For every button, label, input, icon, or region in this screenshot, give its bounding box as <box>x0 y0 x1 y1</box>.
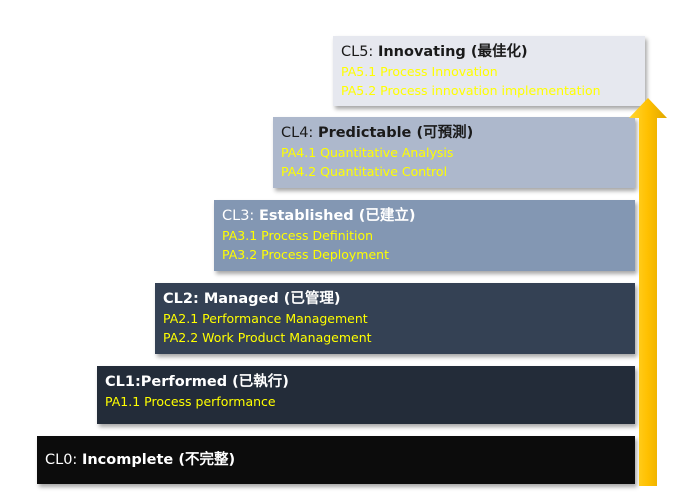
level-cl4-pa-2: PA4.2 Quantitative Control <box>281 164 448 179</box>
level-cl2-box: CL2: Managed (已管理) PA2.1 Performance Man… <box>155 283 635 354</box>
level-cl4-title: CL4: Predictable (可預測) <box>281 123 627 143</box>
level-cl5-title: CL5: Innovating (最佳化) <box>341 42 637 62</box>
level-cl2-title: CL2: Managed (已管理) <box>163 289 627 309</box>
level-cl5-pa-2: PA5.2 Process innovation implementation <box>341 83 601 98</box>
level-cl0-name: Incomplete (不完整) <box>81 452 236 468</box>
level-cl0-code: CL0: <box>45 452 82 468</box>
level-cl2-name: CL2: Managed (已管理) <box>163 291 341 307</box>
level-cl3-code: CL3: <box>222 208 259 224</box>
level-cl1-box: CL1:Performed (已執行) PA1.1 Process perfor… <box>97 366 635 424</box>
level-cl4-box: CL4: Predictable (可預測) PA4.1 Quantitativ… <box>273 117 635 188</box>
level-cl4-code: CL4: <box>281 125 318 141</box>
level-cl4-name: Predictable (可預測) <box>317 125 474 141</box>
level-cl3-box: CL3: Established (已建立) PA3.1 Process Def… <box>214 200 635 271</box>
level-cl5-code: CL5: <box>341 44 378 60</box>
level-cl0-title: CL0: Incomplete (不完整) <box>45 450 627 470</box>
level-cl4-pa-1: PA4.1 Quantitative Analysis <box>281 145 454 160</box>
level-cl0-box: CL0: Incomplete (不完整) <box>37 436 635 484</box>
level-cl1-name: CL1:Performed (已執行) <box>105 374 289 390</box>
level-cl1-pa-1: PA1.1 Process performance <box>105 394 276 409</box>
level-cl3-title: CL3: Established (已建立) <box>222 206 627 226</box>
level-cl5-box: CL5: Innovating (最佳化) PA5.1 Process Inno… <box>333 36 645 106</box>
level-cl2-pa-1: PA2.1 Performance Management <box>163 311 368 326</box>
up-arrow-icon <box>629 98 667 486</box>
level-cl5-pa-1: PA5.1 Process Innovation <box>341 64 498 79</box>
up-arrow-shape <box>629 98 667 486</box>
level-cl3-pa-1: PA3.1 Process Definition <box>222 228 374 243</box>
level-cl2-pa-2: PA2.2 Work Product Management <box>163 330 372 345</box>
level-cl5-name: Innovating (最佳化) <box>377 44 528 60</box>
level-cl1-title: CL1:Performed (已執行) <box>105 372 627 392</box>
level-cl3-pa-2: PA3.2 Process Deployment <box>222 247 389 262</box>
level-cl3-name: Established (已建立) <box>258 208 416 224</box>
